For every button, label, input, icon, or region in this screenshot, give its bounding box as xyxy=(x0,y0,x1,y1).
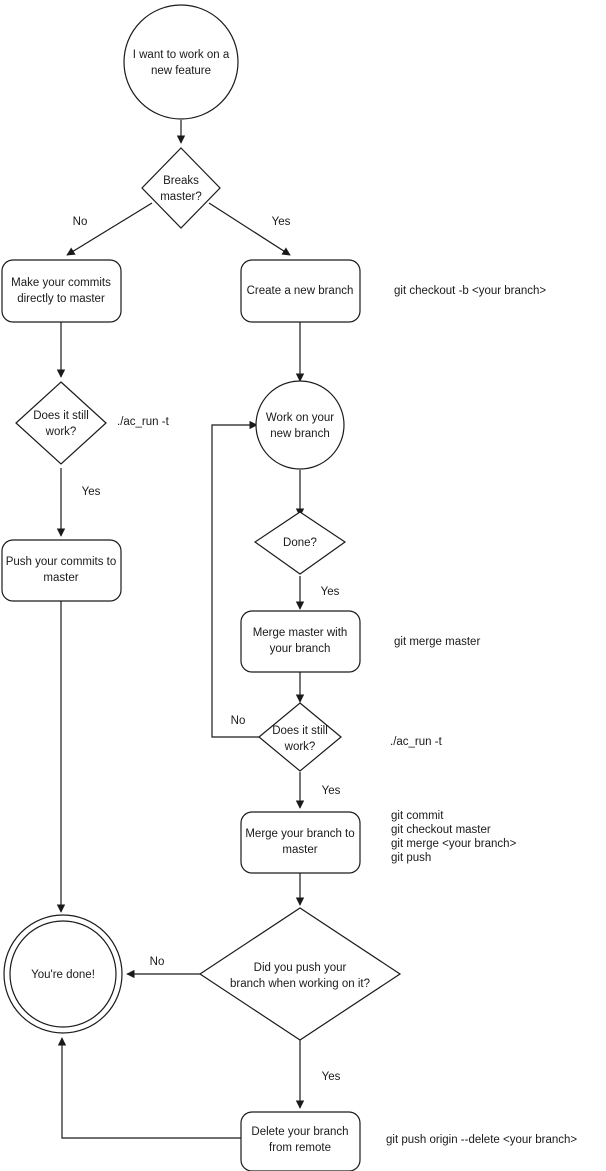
breaks-master-diamond-shape xyxy=(141,147,221,229)
edge-label-work-right-no: No xyxy=(231,715,246,727)
annotation-merge-branch-cmd-4: git push xyxy=(391,852,431,864)
does-work-right-label-line2: work? xyxy=(284,741,316,753)
annotation-ac-run-left: ./ac_run -t xyxy=(117,416,170,428)
node-done-question[interactable]: Done? xyxy=(253,511,347,575)
create-branch-label-line1: Create a new branch xyxy=(247,285,354,297)
node-merge-branch[interactable]: Merge your branch to master xyxy=(240,811,361,874)
node-make-commits[interactable]: Make your commits directly to master xyxy=(1,259,122,323)
edge-label-push-no: No xyxy=(150,956,165,968)
done-question-diamond-shape xyxy=(253,511,347,575)
annotation-create-branch-cmd: git checkout -b <your branch> xyxy=(394,285,546,297)
work-on-branch-label-line1: Work on your xyxy=(266,412,334,424)
start-label-line2: new feature xyxy=(151,65,211,77)
make-commits-label-line2: directly to master xyxy=(17,293,105,305)
make-commits-rect-shape xyxy=(1,259,122,323)
does-work-right-diamond-shape xyxy=(258,702,342,772)
merge-master-rect-shape xyxy=(240,610,361,673)
node-merge-master[interactable]: Merge master with your branch xyxy=(240,610,361,673)
delete-branch-rect-shape xyxy=(240,1111,361,1171)
node-work-on-branch[interactable]: Work on your new branch xyxy=(255,380,345,470)
start-label-line1: I want to work on a xyxy=(133,49,230,61)
start-circle-shape xyxy=(123,4,239,120)
done-question-label: Done? xyxy=(283,537,317,549)
edge-breaks-no-to-make-commits xyxy=(66,202,153,256)
make-commits-label-line1: Make your commits xyxy=(11,277,111,289)
youre-done-label: You're done! xyxy=(31,969,95,981)
merge-master-label-line2: your branch xyxy=(270,643,331,655)
push-commits-rect-shape xyxy=(1,539,122,602)
push-commits-label-line1: Push your commits to xyxy=(6,556,117,568)
does-work-left-label-line1: Does it still xyxy=(33,410,89,422)
did-you-push-diamond-shape xyxy=(198,907,402,1041)
push-commits-label-line2: master xyxy=(43,572,78,584)
youre-done-inner-circle-shape xyxy=(9,920,117,1028)
did-you-push-label-line1: Did you push your xyxy=(254,962,347,974)
node-does-work-right[interactable]: Does it still work? xyxy=(258,702,342,772)
does-work-left-label-line2: work? xyxy=(45,426,77,438)
annotation-merge-master-cmd: git merge master xyxy=(394,636,480,648)
edge-label-breaks-no: No xyxy=(73,216,88,228)
edge-delete-branch-to-youre-done xyxy=(57,1037,241,1139)
annotation-merge-branch-cmd-2: git checkout master xyxy=(391,824,491,836)
delete-branch-label-line2: from remote xyxy=(269,1142,331,1154)
node-does-work-left[interactable]: Does it still work? xyxy=(15,381,107,465)
merge-branch-rect-shape xyxy=(240,811,361,874)
merge-branch-label-line1: Merge your branch to xyxy=(245,828,354,840)
delete-branch-label-line1: Delete your branch xyxy=(251,1126,348,1138)
merge-branch-label-line2: master xyxy=(282,844,317,856)
annotation-delete-branch-cmd: git push origin --delete <your branch> xyxy=(386,1134,577,1146)
work-on-branch-label-line2: new branch xyxy=(270,428,329,440)
create-branch-rect-shape xyxy=(240,259,361,323)
did-you-push-label-line2: branch when working on it? xyxy=(230,978,370,990)
node-push-commits[interactable]: Push your commits to master xyxy=(1,539,122,602)
does-work-right-label-line1: Does it still xyxy=(272,725,328,737)
edge-label-push-yes: Yes xyxy=(322,1071,341,1083)
node-create-branch[interactable]: Create a new branch xyxy=(240,259,361,323)
node-start[interactable]: I want to work on a new feature xyxy=(123,4,239,120)
breaks-master-label-line2: master? xyxy=(160,191,202,203)
work-on-branch-circle-shape xyxy=(255,380,345,470)
edges-layer xyxy=(56,120,305,1139)
edge-breaks-yes-to-create-branch xyxy=(208,202,291,256)
annotation-merge-branch-cmd-1: git commit xyxy=(391,810,444,822)
node-did-you-push[interactable]: Did you push your branch when working on… xyxy=(198,907,402,1041)
edge-label-work-left-yes: Yes xyxy=(82,486,101,498)
breaks-master-label-line1: Breaks xyxy=(163,175,199,187)
edge-label-done-yes: Yes xyxy=(321,586,340,598)
edge-label-breaks-yes: Yes xyxy=(272,216,291,228)
merge-master-label-line1: Merge master with xyxy=(253,627,348,639)
edge-label-work-right-yes: Yes xyxy=(322,785,341,797)
does-work-left-diamond-shape xyxy=(15,381,107,465)
node-youre-done[interactable]: You're done! xyxy=(3,914,123,1034)
node-breaks-master[interactable]: Breaks master? xyxy=(141,147,221,229)
edge-does-work-right-no-loop-to-work-on-branch xyxy=(211,420,261,738)
annotation-ac-run-right: ./ac_run -t xyxy=(390,736,443,748)
annotation-merge-branch-cmd-3: git merge <your branch> xyxy=(391,838,517,850)
node-delete-branch[interactable]: Delete your branch from remote xyxy=(240,1111,361,1171)
